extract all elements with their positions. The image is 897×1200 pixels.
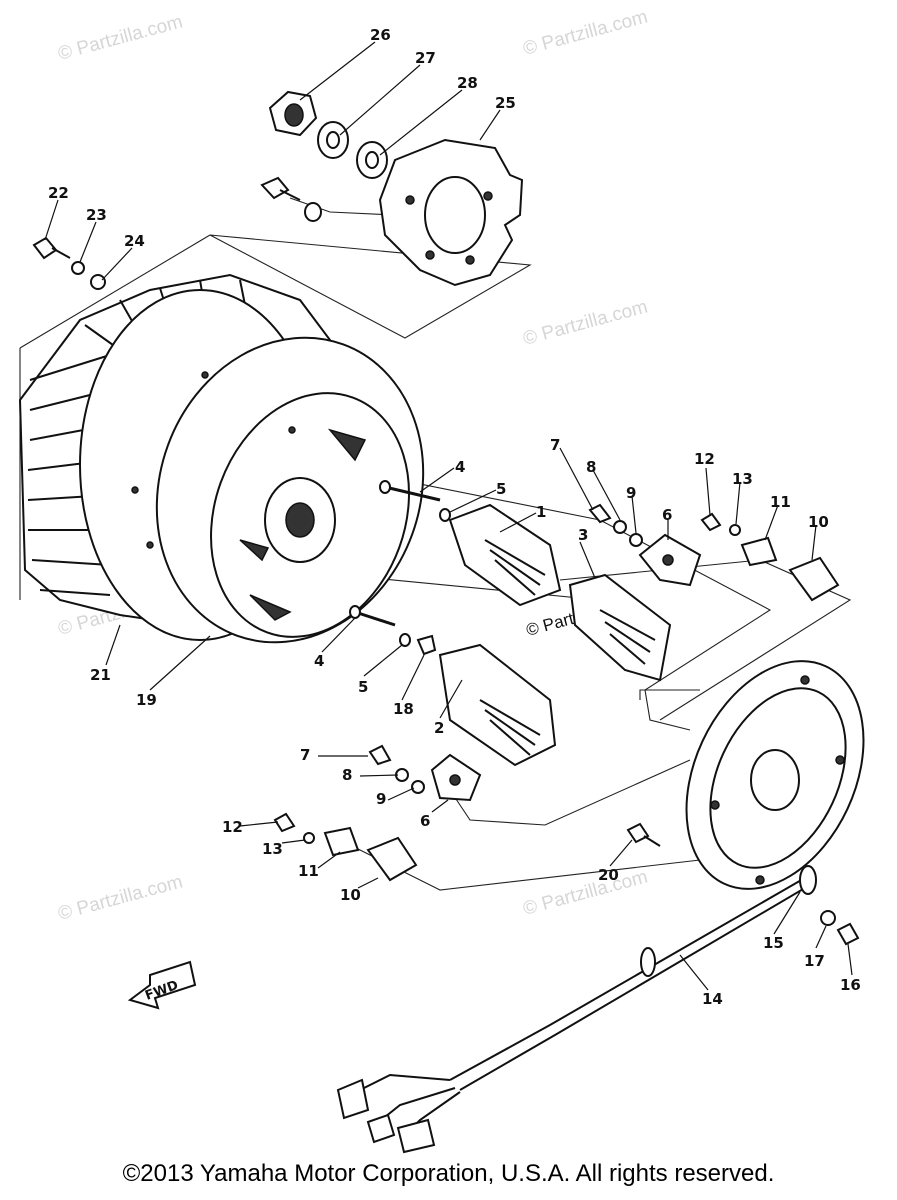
flywheel-rotor-19 [131,336,425,644]
callout-18: 18 [393,700,414,718]
callout-13: 13 [262,840,283,858]
screw-4-lower [349,605,396,627]
screw-12-lower [273,812,296,833]
callout-28: 28 [457,74,478,92]
watermark: © Partzilla.com [521,296,650,349]
callout-21: 21 [90,666,111,684]
callout-10: 10 [808,513,829,531]
callout-5: 5 [496,480,506,498]
callout-4: 4 [314,652,324,670]
washer-5-upper [439,508,451,522]
coil-2 [438,643,557,767]
small-bolt-and-washer [260,176,322,222]
callout-3: 3 [578,526,588,544]
callout-6: 6 [662,506,672,524]
callout-7: 7 [550,436,560,454]
washer-8-upper [613,520,627,534]
callout-11: 11 [770,493,791,511]
callout-15: 15 [763,934,784,952]
contact-breaker-6-upper [638,533,702,587]
callout-20: 20 [598,866,619,884]
clip-18 [416,634,437,656]
leader-lines [44,41,853,991]
callout-2: 2 [434,719,444,737]
callout-10: 10 [340,886,361,904]
washer-13-upper [729,524,741,536]
screw-16 [836,922,860,946]
bracket-11-lower [323,826,360,857]
callout-25: 25 [495,94,516,112]
callout-6: 6 [420,812,430,830]
screw-7-upper [588,503,612,524]
watermark: © Partzilla.com [521,866,650,919]
callout-5: 5 [358,678,368,696]
condenser-10-upper [788,556,840,602]
washer-28 [356,141,388,179]
callout-26: 26 [370,26,391,44]
stator-base-plate [685,660,865,890]
contact-breaker-6-lower [430,753,482,802]
watermark: © Partzilla.com [56,11,185,64]
washer-23 [71,261,85,275]
coil-3 [568,573,672,682]
washer-13-lower [303,832,315,844]
callout-11: 11 [298,862,319,880]
watermark: © Partzilla.com [56,871,185,924]
callout-9: 9 [376,790,386,808]
coil-1 [448,503,562,607]
callout-12: 12 [222,818,243,836]
screw-4-upper [379,480,441,502]
callout-1: 1 [536,503,546,521]
callout-13: 13 [732,470,753,488]
watermark: © Partzilla.com [521,6,650,59]
callout-24: 24 [124,232,145,250]
callout-8: 8 [342,766,352,784]
plate-25 [378,138,524,287]
nut-26 [268,90,318,137]
washer-9-upper [629,533,643,547]
condenser-10-lower [366,836,418,882]
washer-9-lower [411,780,425,794]
callout-4: 4 [455,458,465,476]
callout-8: 8 [586,458,596,476]
callout-27: 27 [415,49,436,67]
callout-12: 12 [694,450,715,468]
callout-9: 9 [626,484,636,502]
washer-5-lower [399,633,411,647]
callout-14: 14 [702,990,723,1008]
screw-12-upper [700,512,722,532]
callout-labels: 26 27 28 25 22 23 24 4 5 1 7 8 9 6 12 13… [48,26,861,1008]
copyright-notice: ©2013 Yamaha Motor Corporation, U.S.A. A… [122,1160,775,1187]
bracket-11-upper [740,536,778,567]
callout-19: 19 [136,691,157,709]
callout-17: 17 [804,952,825,970]
callout-22: 22 [48,184,69,202]
washer-24 [90,274,106,290]
callout-16: 16 [840,976,861,994]
screw-20 [626,822,661,847]
washer-27 [317,121,349,159]
screw-7-lower [368,744,392,766]
bolt-22 [32,236,71,260]
callout-7: 7 [300,746,310,764]
washer-17 [820,910,836,926]
callout-23: 23 [86,206,107,224]
lead-wire-14 [336,874,811,1154]
grommet-15 [799,865,817,895]
forward-arrow-icon: FWD [127,960,197,1010]
